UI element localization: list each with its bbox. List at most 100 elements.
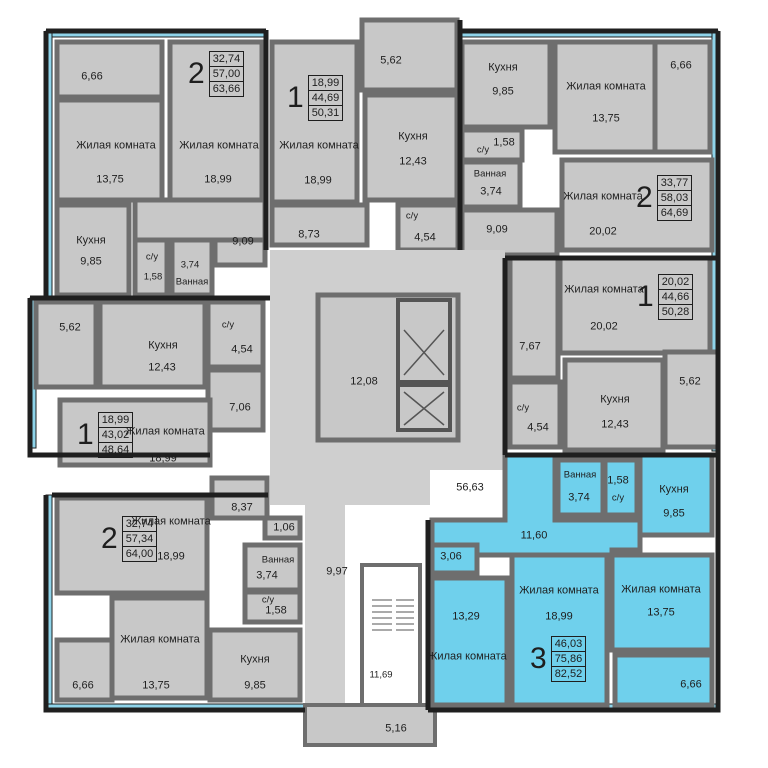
tr-areas: 33,77 58,03 64,69: [656, 175, 693, 221]
room-tl-kitchen: [54, 202, 132, 298]
bl-wc-label: с/у: [261, 594, 275, 606]
ml-rooms: 1: [77, 418, 94, 451]
bl-apartment-badge: 2 32,74 57,34 64,00: [101, 516, 158, 562]
tm-kitchen-label: Кухня: [398, 130, 428, 143]
mr-apartment-badge: 1 20,02 44,66 50,28: [637, 274, 694, 320]
tr-living2-label: Жилая комната: [563, 190, 643, 203]
bl-bath-label: Ванная: [261, 554, 295, 566]
room-bl-hall: [209, 475, 270, 521]
bl-areas: 32,74 57,34 64,00: [121, 516, 158, 562]
room-tl-balcony: [54, 39, 165, 100]
hl-living3: [429, 575, 510, 708]
bl-kitchen-area: 9,85: [244, 679, 266, 692]
tr-living-label: Жилая комната: [566, 80, 646, 93]
tr-kitchen-label: Кухня: [488, 61, 518, 74]
room-tr-living: [552, 39, 658, 155]
bl-rooms: 2: [101, 522, 118, 555]
room-bl-living: [54, 495, 210, 596]
room-tl-living: [54, 97, 165, 203]
tl-living2-label: Жилая комната: [179, 139, 259, 152]
corridor-area: 9,97: [326, 565, 348, 578]
tl-rooms: 2: [188, 57, 205, 90]
hl-full: 82,52: [554, 668, 583, 680]
room-tm-living: [269, 39, 360, 205]
hl-living: [509, 552, 610, 708]
hl-living3-label: Жилая комната: [427, 650, 507, 663]
tm-hall-area: 8,73: [298, 228, 320, 241]
mr-kitchen-label: Кухня: [600, 393, 630, 406]
tl-apartment-badge: 2 32,74 57,00 63,66: [188, 51, 245, 97]
ml-living-label: Жилая комната: [125, 425, 205, 438]
hl-kitchen: [637, 452, 715, 538]
tm-balcony-area: 5,62: [380, 54, 402, 67]
bl-full: 64,00: [125, 548, 154, 560]
tl-areas: 32,74 57,00 63,66: [208, 51, 245, 97]
ml-living-area: 18,99: [149, 452, 177, 465]
tl-bath-label: Ванная: [175, 276, 209, 288]
tm-wc-area: 4,54: [414, 231, 436, 244]
room-ml-wc: [205, 299, 266, 370]
stair-steps: [372, 599, 414, 631]
tl-living-label: Жилая комната: [76, 139, 156, 152]
hl-hall-area: 11,60: [520, 529, 548, 542]
common-areas: [270, 250, 505, 747]
tr-bath-area: 3,74: [480, 185, 502, 198]
room-tl-hall2: [212, 237, 268, 268]
room-bl-living2: [109, 595, 210, 701]
hl-apartment-badge: 3 46,03 75,86 82,52: [530, 636, 587, 682]
room-bl-kitchen: [207, 627, 303, 703]
tm-living-area: 18,99: [304, 174, 332, 187]
tl-wc-label: с/у: [145, 251, 159, 263]
mr-total: 44,66: [658, 290, 693, 305]
tr-apartment-badge: 2 33,77 58,03 64,69: [636, 175, 693, 221]
tm-total: 44,69: [308, 91, 343, 106]
tl-kitchen-label: Кухня: [76, 234, 106, 247]
ml-areas: 18,99 43,02 48,64: [97, 412, 134, 458]
hl-living-total: 46,03: [551, 637, 586, 652]
tr-balcony-area: 6,66: [670, 59, 692, 72]
hl-living2: [609, 552, 715, 653]
ml-full: 48,64: [101, 444, 130, 456]
hl-wc-label: с/у: [611, 492, 625, 504]
rooms: [33, 17, 721, 703]
mr-living-label: Жилая комната: [564, 283, 644, 296]
stair-area: 11,69: [369, 669, 393, 681]
room-ml-kitchen: [97, 299, 208, 390]
tr-hall-area: 9,09: [486, 223, 508, 236]
tl-balcony-area: 6,66: [81, 70, 103, 83]
mr-balcony-area: 5,62: [679, 375, 701, 388]
bl-living2-area: 13,75: [142, 679, 170, 692]
highlighted-apartment: [429, 452, 715, 708]
room-tm-balcony: [359, 17, 460, 93]
hl-bath: [555, 457, 606, 518]
room-ml-balcony: [33, 299, 99, 390]
bl-hall-area: 8,37: [231, 501, 253, 514]
mr-rooms: 1: [637, 280, 654, 313]
bl-wc-area: 1,58: [265, 604, 287, 617]
ml-apartment-badge: 1 18,99 43,02 48,64: [77, 412, 134, 458]
tl-kitchen-area: 9,85: [80, 255, 102, 268]
mr-hall-area: 7,67: [519, 340, 541, 353]
lift-shaft-1: [396, 298, 452, 384]
tr-kitchen-area: 9,85: [492, 85, 514, 98]
bl-bath-area: 3,74: [256, 569, 278, 582]
hall-area: 56,63: [456, 481, 484, 494]
hl-living-area: 18,99: [545, 610, 573, 623]
room-mr-balcony: [662, 349, 721, 450]
mr-wc-area: 4,54: [527, 421, 549, 434]
room-tl-wc: [132, 237, 170, 298]
hl-balcony-area: 6,66: [680, 678, 702, 691]
tm-areas: 18,99 44,69 50,31: [307, 75, 344, 121]
room-tr-balcony: [652, 39, 713, 155]
ml-hall-area: 7,06: [229, 401, 251, 414]
room-bl-wc: [242, 589, 303, 625]
bl-closet-area: 1,06: [273, 521, 295, 534]
entrance: [303, 703, 437, 747]
ml-balcony-area: 5,62: [59, 321, 81, 334]
room-bl-bath: [242, 542, 303, 593]
tr-total: 58,03: [657, 191, 692, 206]
hl-rooms: 3: [530, 642, 547, 675]
ml-wc-area: 4,54: [231, 343, 253, 356]
mr-full: 50,28: [661, 306, 690, 318]
